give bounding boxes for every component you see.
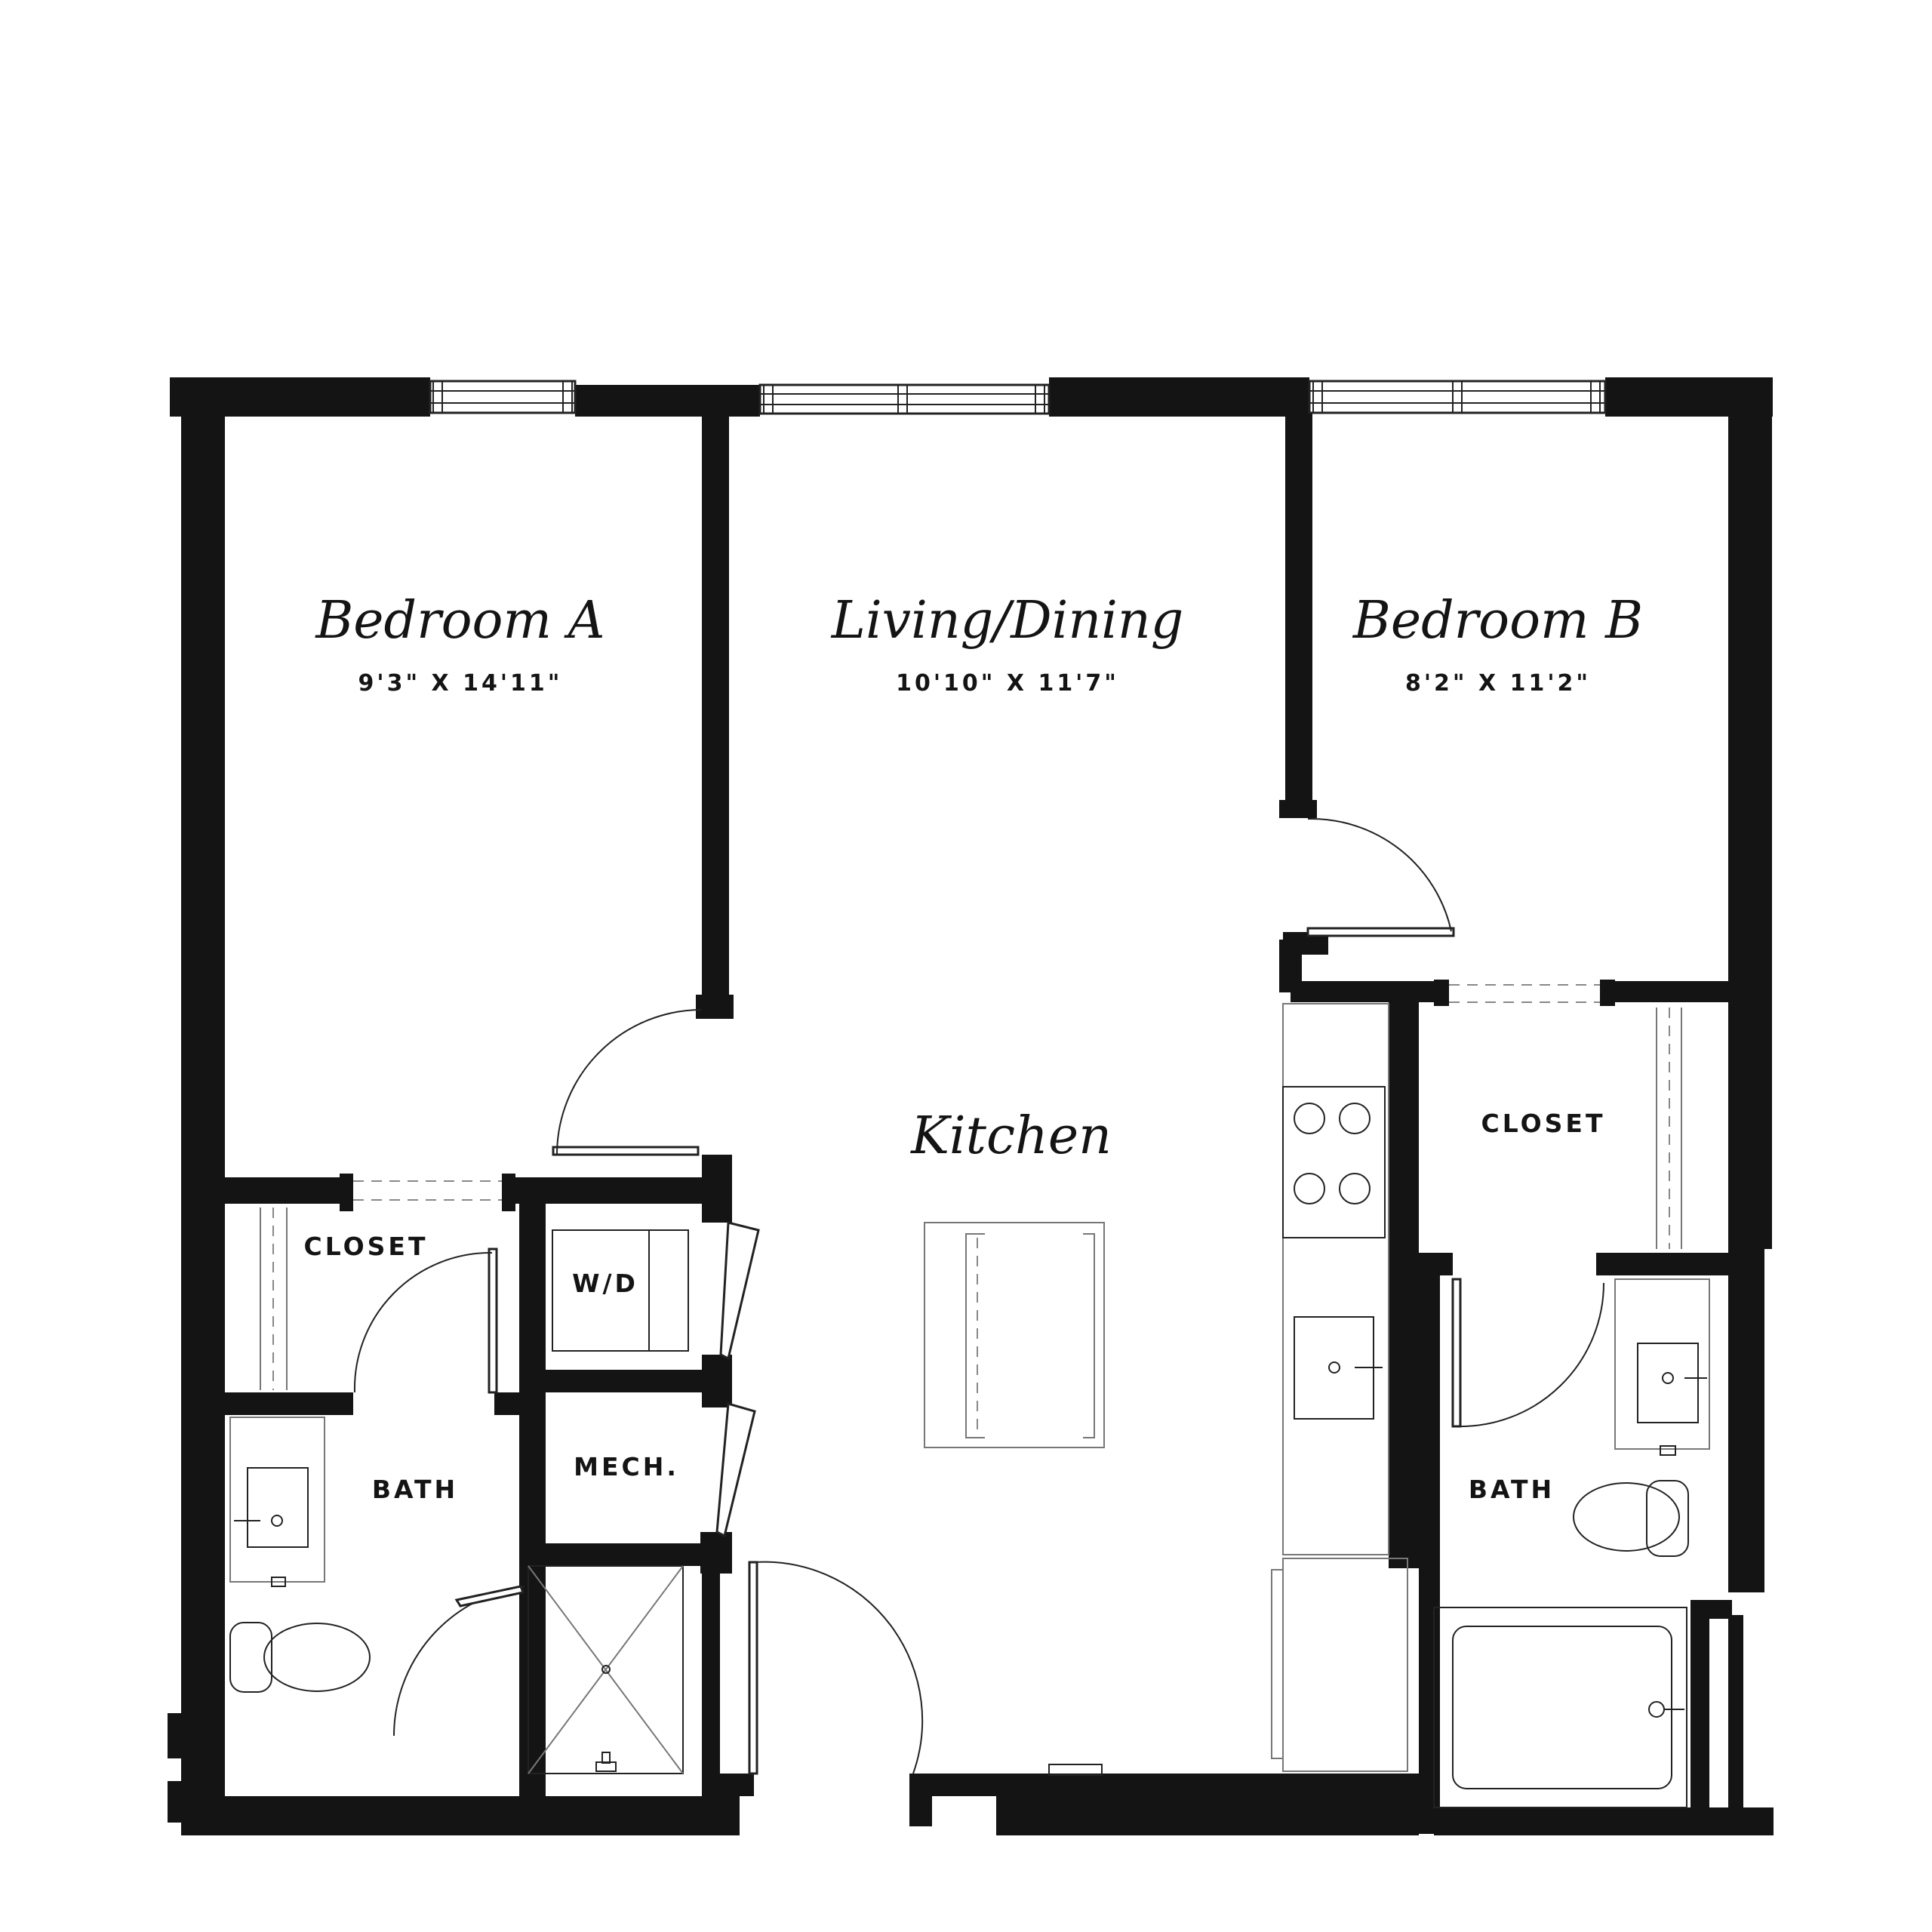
bath-b-toilet [1573, 1480, 1689, 1557]
bath-a-label: BATH [372, 1475, 458, 1504]
wd-label: W/D [572, 1269, 638, 1298]
door-entry [748, 1561, 924, 1775]
living-dining-name: Living/Dining [830, 591, 1183, 651]
living-dining-dims: 10'10" X 11'7" [896, 670, 1119, 697]
bedroom-b-dims: 8'2" X 11'2" [1405, 670, 1591, 697]
kitchen-name: Kitchen [909, 1106, 1112, 1166]
washer-dryer [552, 1229, 689, 1352]
mech-label: MECH. [574, 1452, 679, 1481]
interior-walls [225, 414, 1732, 1834]
bath-b-tub [1433, 1607, 1687, 1808]
door-wd [719, 1221, 760, 1361]
bedroom-a-dims: 9'3" X 14'11" [358, 670, 563, 697]
door-shower [393, 1585, 525, 1737]
bath-a-shower [528, 1565, 684, 1774]
stove [1282, 1086, 1386, 1238]
closet-b-label: CLOSET [1481, 1109, 1606, 1138]
bedroom-b-name: Bedroom B [1352, 591, 1643, 651]
window-living [758, 383, 1051, 415]
bath-b-label: BATH [1469, 1475, 1555, 1504]
bath-a-vanity [229, 1417, 325, 1587]
door-bedroom-a [552, 1009, 703, 1156]
kitchen-island [924, 1222, 1105, 1448]
bath-b-vanity [1614, 1278, 1710, 1456]
exterior-walls [168, 377, 1774, 1835]
closet-a-label: CLOSET [304, 1232, 429, 1261]
bedroom-a-name: Bedroom A [314, 591, 605, 651]
door-bath-a [353, 1247, 498, 1394]
door-mech [715, 1402, 756, 1538]
door-bath-b [1451, 1278, 1604, 1428]
window-bedroom-b [1308, 380, 1607, 414]
closet-rods [260, 984, 1682, 1390]
window-bedroom-a [429, 380, 577, 414]
door-bedroom-b [1306, 817, 1455, 937]
refrigerator [1271, 1558, 1408, 1772]
bath-a-toilet [229, 1622, 371, 1693]
floor-vent [1048, 1764, 1103, 1776]
kitchen-sink [1294, 1316, 1383, 1420]
